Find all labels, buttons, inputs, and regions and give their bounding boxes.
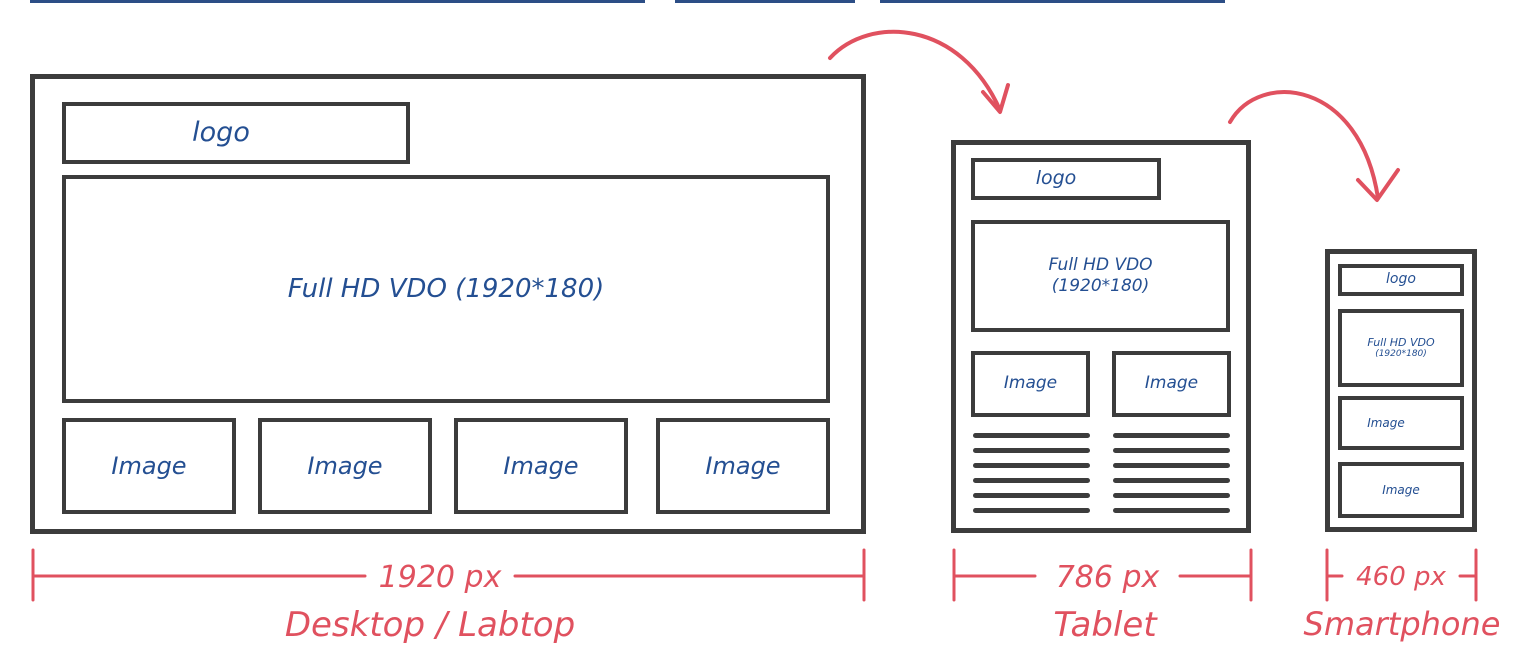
curved-arrow-icon bbox=[1228, 90, 1400, 202]
desktop-logo-box: logo bbox=[62, 102, 410, 164]
smartphone-image-text: Image bbox=[1382, 482, 1420, 497]
tablet-video-line1: Full HD VDO bbox=[1048, 254, 1153, 275]
text-line-placeholder bbox=[973, 478, 1090, 483]
smartphone-video-text: Full HD VDO (1920*180) bbox=[1367, 336, 1434, 361]
desktop-device-label: Desktop / Labtop bbox=[284, 605, 576, 645]
text-line-placeholder bbox=[973, 508, 1090, 513]
text-line-placeholder bbox=[1113, 433, 1230, 438]
tablet-video-box: Full HD VDO (1920*180) bbox=[971, 220, 1230, 332]
smartphone-image-text: Image bbox=[1367, 415, 1405, 430]
desktop-width-label: 1920 px bbox=[378, 560, 502, 595]
tablet-image-box: Image bbox=[971, 351, 1090, 417]
top-border-line bbox=[675, 0, 855, 3]
tablet-video-line2: (1920*180) bbox=[1051, 276, 1150, 296]
tablet-width-label: 786 px bbox=[1055, 560, 1160, 595]
tablet-logo-box: logo bbox=[971, 158, 1161, 200]
desktop-image-box: Image bbox=[62, 418, 236, 514]
tablet-image-text: Image bbox=[1003, 373, 1058, 394]
text-line-placeholder bbox=[1113, 463, 1230, 468]
desktop-dimension-line bbox=[31, 548, 866, 602]
smartphone-image-box: Image bbox=[1338, 462, 1464, 518]
desktop-video-box: Full HD VDO (1920*180) bbox=[62, 175, 830, 403]
tablet-image-text: Image bbox=[1144, 373, 1199, 394]
desktop-image-box: Image bbox=[454, 418, 628, 514]
text-line-placeholder bbox=[1113, 493, 1230, 498]
smartphone-logo-box: logo bbox=[1338, 264, 1464, 296]
desktop-logo-text: logo bbox=[192, 117, 250, 149]
smartphone-dimension-line bbox=[1325, 548, 1478, 602]
smartphone-video-line2: (1920*180) bbox=[1375, 349, 1427, 360]
desktop-frame bbox=[30, 74, 866, 534]
smartphone-video-line1: Full HD VDO bbox=[1367, 335, 1435, 349]
curved-arrow-icon bbox=[828, 29, 1010, 114]
smartphone-frame bbox=[1325, 249, 1477, 532]
text-line-placeholder bbox=[973, 463, 1090, 468]
tablet-image-box: Image bbox=[1112, 351, 1231, 417]
desktop-video-text: Full HD VDO (1920*180) bbox=[287, 273, 605, 304]
text-line-placeholder bbox=[973, 433, 1090, 438]
tablet-device-label: Tablet bbox=[1053, 605, 1157, 645]
text-line-placeholder bbox=[1113, 508, 1230, 513]
smartphone-image-box: Image bbox=[1338, 396, 1464, 450]
tablet-video-text: Full HD VDO (1920*180) bbox=[1048, 255, 1152, 298]
text-line-placeholder bbox=[973, 493, 1090, 498]
smartphone-logo-text: logo bbox=[1386, 271, 1416, 288]
smartphone-width-label: 460 px bbox=[1356, 562, 1446, 592]
top-border-line bbox=[30, 0, 645, 3]
desktop-image-text: Image bbox=[111, 452, 187, 480]
desktop-image-box: Image bbox=[656, 418, 830, 514]
text-line-placeholder bbox=[973, 448, 1090, 453]
desktop-image-text: Image bbox=[307, 452, 383, 480]
desktop-image-text: Image bbox=[503, 452, 579, 480]
desktop-image-text: Image bbox=[705, 452, 781, 480]
smartphone-video-box: Full HD VDO (1920*180) bbox=[1338, 309, 1464, 387]
smartphone-device-label: Smartphone bbox=[1303, 605, 1501, 643]
top-border-line bbox=[880, 0, 1225, 3]
tablet-logo-text: logo bbox=[1035, 167, 1077, 190]
text-line-placeholder bbox=[1113, 478, 1230, 483]
tablet-dimension-line bbox=[952, 548, 1253, 602]
text-line-placeholder bbox=[1113, 448, 1230, 453]
desktop-image-box: Image bbox=[258, 418, 432, 514]
